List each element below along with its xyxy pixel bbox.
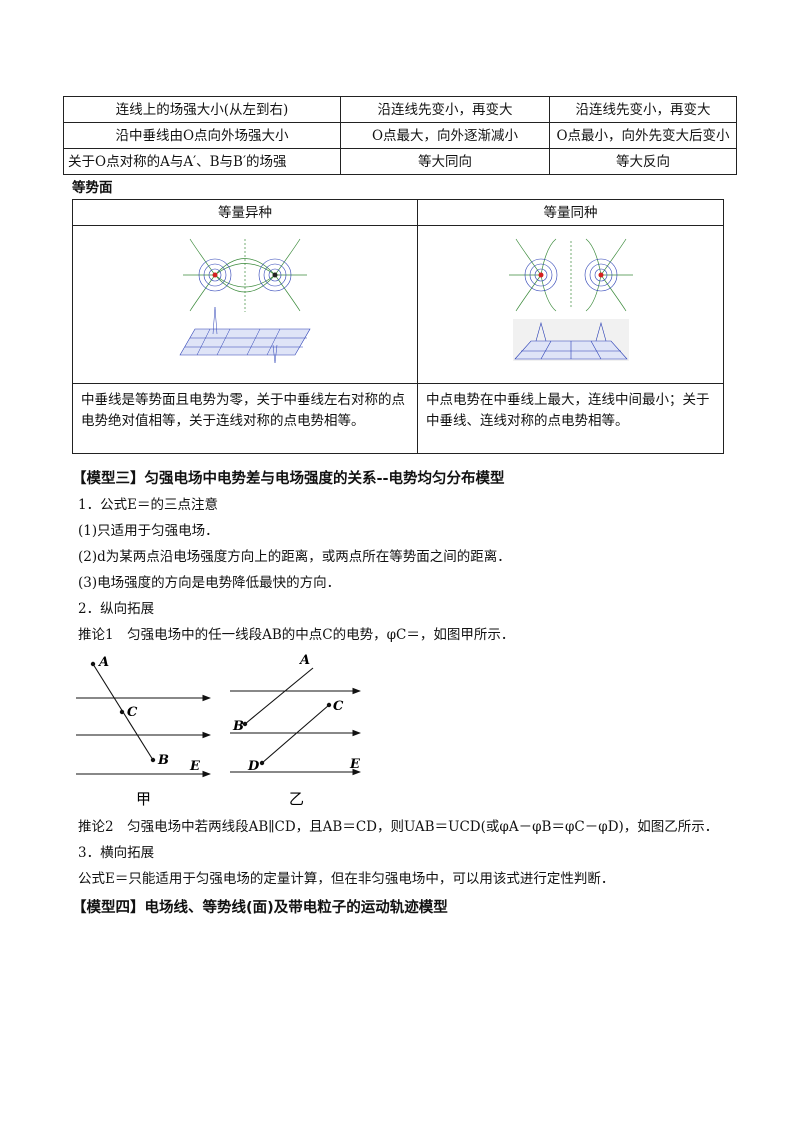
yi-label-a: A [298,653,310,668]
col-header-opposite: 等量异种 [72,199,418,226]
table-cell: 关于O点对称的A与A′、B与B′的场强 [63,148,341,175]
uniform-field-figure: A C B E 甲 A B C D E 乙 [76,653,362,808]
yi-label-b: B [232,719,244,734]
model3-line-8: 3．横向拓展 [78,845,155,861]
table-cell: 连线上的场强大小(从左到右) [63,96,341,123]
model3-line-1: 1．公式E＝的三点注意 [78,497,218,513]
yi-caption: 乙 [289,790,304,808]
model4-heading: 【模型四】电场线、等势线(面)及带电粒子的运动轨迹模型 [72,900,448,916]
yi-label-d: D [247,759,260,774]
equipotential-title: 等势面 [72,180,113,196]
opposite-charge-description: 中垂线是等势面且电势为零，关于中垂线左右对称的点电势绝对值相等，关于连线对称的点… [72,383,418,454]
table-cell: 等大反向 [549,148,737,175]
table-cell: 沿连线先变小，再变大 [549,96,737,123]
comparison-table: 连线上的场强大小(从左到右) 沿连线先变小，再变大 沿连线先变小，再变大 沿中垂… [63,96,737,175]
model3-line-6: 推论1 匀强电场中的任一线段AB的中点C的电势，φC＝，如图甲所示． [78,627,515,643]
jia-label-a: A [97,655,109,670]
model3-line-9: 公式E＝只能适用于匀强电场的定量计算，但在非匀强电场中，可以用该式进行定性判断． [78,871,615,887]
equipotential-table: 等量异种 等量同种 [72,199,724,454]
yi-label-e: E [349,757,361,772]
model3-line-5: 2．纵向拓展 [78,601,155,617]
jia-label-c: C [127,705,138,720]
same-charge-figure-cell [417,225,724,384]
opposite-charge-figure-cell [72,225,418,384]
col-header-same: 等量同种 [417,199,724,226]
same-charge-description: 中点电势在中垂线上最大，连线中间最小；关于中垂线、连线对称的点电势相等。 [417,383,724,454]
model3-line-4: (3)电场强度的方向是电势降低最快的方向． [78,575,341,591]
opposite-charge-field-figure [179,238,311,364]
table-cell: 沿连线先变小，再变大 [340,96,550,123]
yi-label-c: C [333,699,344,714]
table-cell: O点最小，向外先变大后变小 [549,122,737,149]
jia-label-e: E [189,759,201,774]
jia-label-b: B [157,753,169,768]
table-cell: 等大同向 [340,148,550,175]
model3-line-7: 推论2 匀强电场中若两线段AB∥CD，且AB＝CD，则UAB＝UCD(或φA－φ… [78,819,719,835]
model3-heading: 【模型三】匀强电场中电势差与电场强度的关系--电势均匀分布模型 [72,471,505,487]
table-cell: O点最大，向外逐渐减小 [340,122,550,149]
same-charge-field-figure [508,238,633,361]
jia-caption: 甲 [136,790,151,808]
table-cell: 沿中垂线由O点向外场强大小 [63,122,341,149]
model3-line-2: (1)只适用于匀强电场． [78,523,219,539]
model3-line-3: (2)d为某两点沿电场强度方向上的距离，或两点所在等势面之间的距离． [78,549,511,565]
